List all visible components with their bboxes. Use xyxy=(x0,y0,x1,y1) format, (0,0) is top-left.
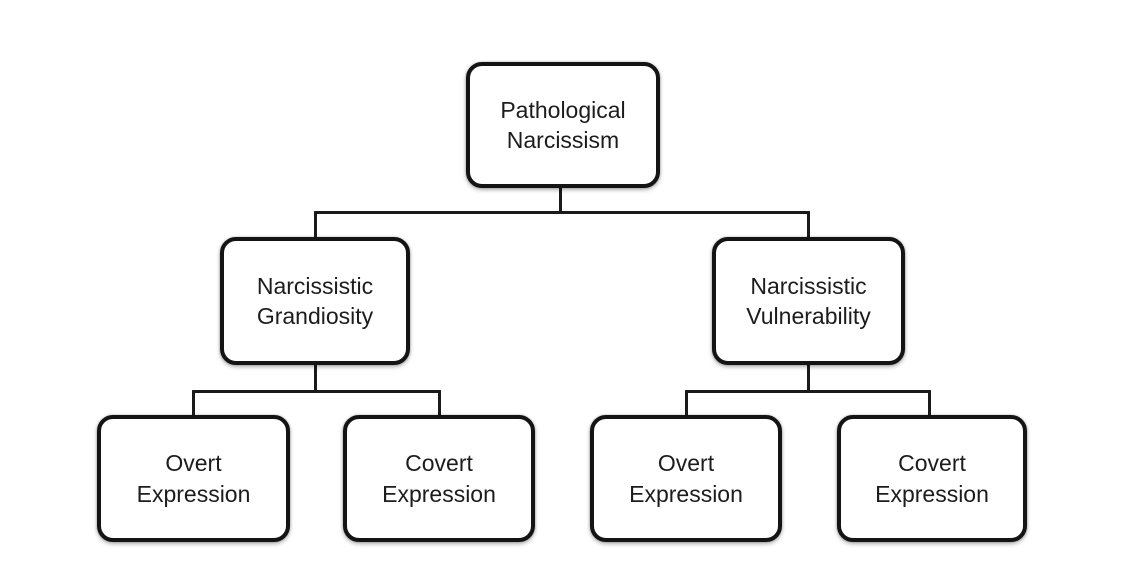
node-label-line: Vulnerability xyxy=(746,303,871,329)
node-label-line: Pathological xyxy=(500,96,626,123)
connector-grandiosity-horizontal xyxy=(192,390,441,393)
node-label-line: Grandiosity xyxy=(256,303,374,329)
connector-drop-vulnerability-covert xyxy=(928,390,931,418)
node-label-line: Expression xyxy=(629,480,743,507)
connector-drop-grandiosity-overt xyxy=(192,390,195,418)
node-narcissistic-grandiosity: Narcissistic Grandiosity xyxy=(220,237,410,365)
node-label-line: Overt xyxy=(657,450,715,477)
node-narcissistic-vulnerability: Narcissistic Vulnerability xyxy=(712,237,905,365)
node-vulnerability-covert-expression: Covert Expression xyxy=(837,415,1027,542)
connector-vulnerability-horizontal xyxy=(685,390,931,393)
connector-drop-grandiosity xyxy=(314,211,317,239)
connector-root-stub xyxy=(559,185,562,214)
node-label-line: Covert xyxy=(898,450,966,477)
connector-vulnerability-stub xyxy=(807,362,810,393)
node-grandiosity-overt-expression: Overt Expression xyxy=(97,415,290,542)
connector-drop-vulnerability xyxy=(807,211,810,239)
node-label-line: Narcissism xyxy=(506,127,620,153)
connector-drop-vulnerability-overt xyxy=(685,390,688,418)
node-label-line: Covert xyxy=(405,450,473,477)
connector-root-horizontal xyxy=(314,211,810,214)
node-label-line: Expression xyxy=(875,480,989,507)
connector-grandiosity-stub xyxy=(314,362,317,393)
node-label-line: Expression xyxy=(136,480,251,507)
node-label-line: Narcissistic xyxy=(256,272,374,299)
node-label-line: Narcissistic xyxy=(750,272,867,299)
node-pathological-narcissism: Pathological Narcissism xyxy=(466,62,660,188)
node-grandiosity-covert-expression: Covert Expression xyxy=(343,415,535,542)
node-label-line: Overt xyxy=(165,450,222,477)
connector-drop-grandiosity-covert xyxy=(438,390,441,418)
node-label-line: Expression xyxy=(382,480,496,507)
node-vulnerability-overt-expression: Overt Expression xyxy=(590,415,782,542)
